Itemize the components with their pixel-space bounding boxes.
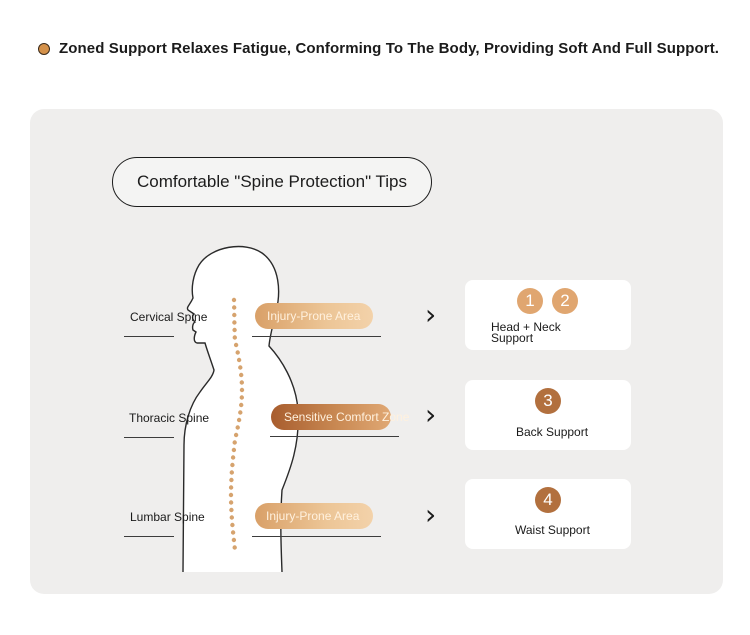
dot-icon (38, 42, 50, 55)
card-text-line-1: Head + Neck (491, 320, 561, 334)
spine-dot (232, 312, 237, 318)
spine-dot (230, 530, 236, 535)
spine-dot (229, 507, 234, 513)
label-thoracic-spine: Thoracic Spine (129, 411, 210, 425)
label-cervical-spine: Cervical Spine (130, 310, 208, 324)
number-badge: 1 (517, 288, 543, 314)
spine-dot (239, 395, 244, 400)
spine-dot (239, 372, 244, 378)
spine-dot (228, 492, 234, 498)
spine-dot (231, 537, 237, 543)
spine-dot (232, 545, 237, 550)
spine-dot (232, 305, 237, 310)
spine-dot (229, 515, 234, 520)
spine-dot (233, 432, 239, 438)
label-underline (124, 336, 174, 337)
spine-dot (230, 455, 236, 460)
spine-dot (232, 327, 237, 333)
zone-pill-injury-prone-cervical: Injury-Prone Area (255, 303, 373, 329)
spine-dot (239, 402, 244, 408)
number-badge: 4 (535, 487, 561, 513)
zone-pill-injury-prone-lumbar: Injury-Prone Area (255, 503, 373, 529)
card-head-neck-support: 1 2 Head + Neck Support (465, 280, 631, 350)
spine-dot (233, 342, 239, 348)
spine-dot (238, 410, 243, 415)
spine-dot (235, 350, 240, 355)
spine-dot (230, 462, 235, 468)
spine-dot (232, 440, 237, 445)
label-underline (124, 536, 174, 537)
chevron-right-icon: › (425, 298, 437, 331)
spine-dot (230, 522, 235, 528)
spine-dots (228, 297, 245, 550)
chevron-right-icon: › (425, 498, 437, 531)
spine-dot (235, 425, 240, 430)
spine-dot (236, 357, 242, 363)
zone-label: Injury-Prone Area (266, 509, 360, 523)
label-lumbar-spine: Lumbar Spine (130, 510, 205, 524)
tips-title-pill: Comfortable "Spine Protection" Tips (112, 157, 432, 207)
spine-dot (229, 470, 234, 475)
headline: Zoned Support Relaxes Fatigue, Conformin… (38, 40, 719, 57)
spine-dot (228, 485, 234, 490)
card-text: Waist Support (515, 523, 590, 537)
spine-dot (239, 380, 244, 385)
card-waist-support: 4 Waist Support (465, 479, 631, 549)
card-back-support: 3 Back Support (465, 380, 631, 450)
tips-title: Comfortable "Spine Protection" Tips (136, 172, 408, 191)
spine-dot (232, 320, 237, 325)
zone-pill-sensitive-comfort: Sensitive Comfort Zone (271, 404, 409, 430)
chevron-right-icon: › (425, 398, 437, 431)
label-underline (124, 437, 174, 438)
zone-underline (252, 536, 381, 537)
number-badge: 3 (535, 388, 561, 414)
spine-dot (236, 417, 242, 423)
zone-label: Injury-Prone Area (267, 309, 361, 323)
spine-dot (232, 335, 237, 340)
zone-underline (270, 436, 399, 437)
zone-underline (252, 336, 381, 337)
spine-dot (231, 447, 237, 453)
card-text: Back Support (516, 425, 589, 439)
headline-text: Zoned Support Relaxes Fatigue, Conformin… (59, 40, 720, 57)
spine-dot (229, 477, 234, 483)
spine-dot (238, 365, 243, 370)
card-text-line-2: Support (491, 331, 534, 345)
spine-dot (239, 387, 245, 393)
spine-dot (228, 500, 234, 505)
spine-dot (231, 297, 237, 303)
zone-label: Sensitive Comfort Zone (284, 410, 410, 424)
number-badge: 2 (552, 288, 578, 314)
